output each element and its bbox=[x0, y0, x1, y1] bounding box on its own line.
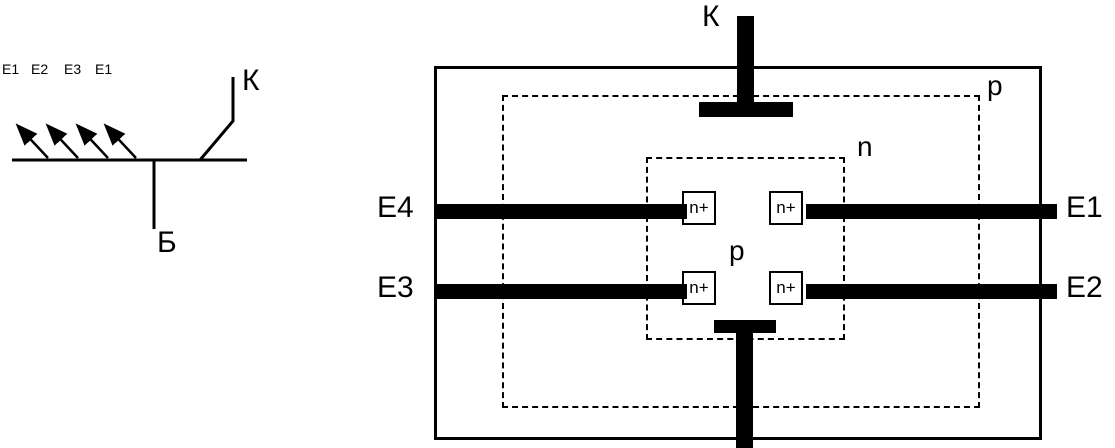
emitter-label-e3: E3 bbox=[377, 271, 414, 304]
emitter-arrow-4 bbox=[103, 123, 137, 159]
emitter-arrow-1 bbox=[15, 123, 49, 159]
schematic-emitter-label-4: E1 bbox=[95, 61, 113, 77]
collector-contact-stem bbox=[737, 16, 754, 104]
substrate-label: p bbox=[987, 70, 1003, 101]
collector-contact-crossbar bbox=[699, 102, 793, 117]
base-contact-stem bbox=[736, 330, 753, 448]
nplus-region-bottom-right: n+ bbox=[769, 271, 803, 305]
nplus-region-bottom-left: n+ bbox=[682, 271, 716, 305]
schematic-emitter-label-1: E1 bbox=[2, 61, 20, 77]
nplus-region-top-right: n+ bbox=[769, 191, 803, 225]
layout-collector-label: К bbox=[702, 0, 720, 33]
schematic-collector-label: К bbox=[242, 64, 260, 97]
n-region-label: n bbox=[857, 131, 873, 162]
emitter-bar-e3 bbox=[434, 284, 687, 299]
emitter-label-e4: E4 bbox=[377, 191, 414, 224]
collector-line bbox=[198, 77, 235, 161]
schematic-base-label: Б bbox=[157, 226, 177, 259]
schematic-emitter-label-2: E2 bbox=[31, 61, 49, 77]
p-base-region-label: p bbox=[729, 235, 745, 266]
emitter-bar-e1 bbox=[806, 204, 1057, 219]
p-base-region-rect bbox=[646, 157, 845, 340]
emitter-bar-e4 bbox=[434, 204, 687, 219]
nplus-region-top-left: n+ bbox=[682, 191, 716, 225]
schematic-emitter-label-3: E3 bbox=[64, 61, 82, 77]
base-contact-crossbar bbox=[714, 320, 776, 333]
schematic-drawing bbox=[12, 77, 247, 229]
emitter-arrow-3 bbox=[75, 123, 109, 159]
emitter-bar-e2 bbox=[806, 284, 1057, 299]
schematic-symbol: E1 E2 E3 E1 К Б bbox=[0, 0, 350, 280]
emitter-label-e2: E2 bbox=[1066, 271, 1103, 304]
emitter-arrow-2 bbox=[45, 123, 79, 159]
emitter-label-e1: E1 bbox=[1066, 191, 1103, 224]
